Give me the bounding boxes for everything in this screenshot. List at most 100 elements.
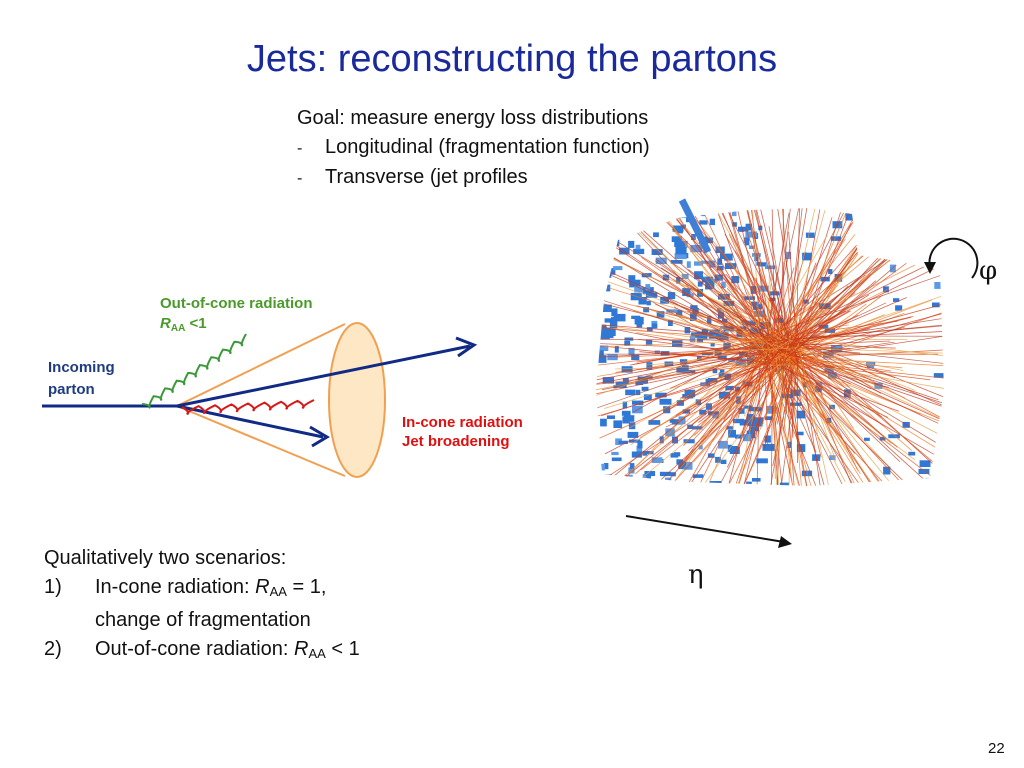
particle-track [677, 359, 763, 469]
calorimeter-cell [709, 481, 722, 486]
particle-track [768, 319, 944, 342]
calorimeter-cell [671, 236, 682, 242]
particle-track [795, 273, 944, 348]
scenarios-intro: Qualitatively two scenarios: [44, 547, 287, 569]
particle-track [603, 339, 771, 347]
calorimeter-cell [676, 276, 681, 284]
particle-track [688, 208, 790, 337]
calorimeter-cell [675, 309, 683, 316]
calorimeter-cell [644, 471, 656, 476]
calorimeter-cell [700, 382, 709, 387]
out-of-cone-label: Out-of-cone radiation [160, 295, 313, 312]
calorimeter-cell [651, 323, 658, 329]
calorimeter-cell [631, 354, 640, 361]
calorimeter-cell [598, 327, 610, 334]
calorimeter-cell [645, 284, 651, 291]
calorimeter-cell [667, 292, 676, 300]
calorimeter-cell [607, 210, 615, 219]
calorimeter-cell [668, 320, 673, 326]
calorimeter-cell [729, 446, 738, 453]
calorimeter-cell [684, 389, 696, 398]
goal-bullet-2-text: Transverse (jet profiles [325, 166, 528, 188]
calorimeter-cell [674, 241, 686, 247]
calorimeter-cell [650, 213, 662, 220]
calorimeter-cell [705, 403, 712, 410]
calorimeter-cell [646, 362, 653, 370]
calorimeter-cell [664, 361, 674, 367]
particle-track [792, 336, 944, 416]
goal-heading: Goal: measure energy loss distributions [297, 107, 649, 129]
calorimeter-cell [720, 459, 727, 464]
calorimeter-cell [738, 408, 745, 414]
calorimeter-cell [864, 212, 871, 220]
particle-track [793, 346, 944, 372]
scenario-1-sub: AA [269, 584, 287, 599]
particle-track [772, 364, 899, 412]
calorimeter-cell [748, 408, 753, 412]
calorimeter-cell [697, 356, 702, 361]
particle-track [787, 359, 891, 468]
calorimeter-cell [600, 463, 605, 471]
calorimeter-cell [888, 434, 900, 439]
calorimeter-cell [609, 211, 616, 218]
particle-track [755, 352, 761, 486]
calorimeter-cell [702, 237, 714, 244]
calorimeter-cell [642, 450, 647, 456]
calorimeter-cell [759, 262, 767, 267]
calorimeter-cell [655, 257, 667, 265]
particle-track [601, 363, 766, 417]
calorimeter-cell [742, 434, 752, 442]
calorimeter-cell [718, 440, 728, 449]
calorimeter-cell [914, 208, 926, 216]
calorimeter-cell [883, 286, 889, 293]
phi-rotation-arrow [924, 237, 979, 279]
calorimeter-cell [745, 237, 750, 246]
out-of-cone-raa: RAA <1 [160, 315, 207, 334]
scenario-1-number: 1) [44, 576, 62, 598]
particle-track [775, 355, 809, 486]
calorimeter-cell [701, 276, 714, 283]
particle-track [773, 345, 776, 480]
calorimeter-cell [697, 281, 703, 287]
particle-track [675, 314, 790, 350]
calorimeter-cell [636, 445, 643, 453]
calorimeter-cell [637, 440, 643, 449]
particle-track [786, 353, 926, 355]
particle-track [764, 212, 790, 345]
calorimeter-cell [719, 332, 727, 339]
calorimeter-cell [656, 311, 665, 318]
goal-bullet-1: -Longitudinal (fragmentation function) [297, 133, 650, 163]
calorimeter-cell [745, 231, 757, 238]
particle-track [782, 208, 824, 347]
calorimeter-cell [635, 389, 641, 396]
scenario-2-pre: Out-of-cone radiation: [95, 638, 294, 660]
particle-track [780, 208, 786, 342]
calorimeter-cell [659, 471, 671, 477]
calorimeter-cell [903, 239, 913, 247]
calorimeter-cell [934, 282, 944, 289]
calorimeter-cell [604, 463, 609, 470]
calorimeter-cell [636, 320, 643, 328]
calorimeter-cell [779, 482, 789, 486]
out-of-cone-gluon [141, 333, 247, 409]
particle-track [700, 342, 779, 428]
bullet-dash: - [297, 170, 303, 187]
calorimeter-cell [766, 405, 776, 414]
calorimeter-cell [828, 269, 833, 274]
calorimeter-cell [739, 227, 744, 232]
calorimeter-cell [598, 324, 607, 330]
particle-track [724, 208, 768, 349]
in-cone-gluon [181, 399, 315, 415]
particle-track [788, 349, 922, 486]
page-number: 22 [988, 740, 1005, 757]
calorimeter-cell [625, 389, 636, 396]
calorimeter-cell [932, 302, 940, 308]
particle-track [787, 275, 863, 337]
calorimeter-cell [876, 248, 884, 253]
calorimeter-cell [885, 214, 892, 222]
particle-track [659, 346, 766, 486]
calorimeter-cell [925, 477, 934, 486]
calorimeter-cell [698, 482, 710, 486]
calorimeter-cell [750, 286, 757, 294]
calorimeter-cell [699, 220, 708, 225]
